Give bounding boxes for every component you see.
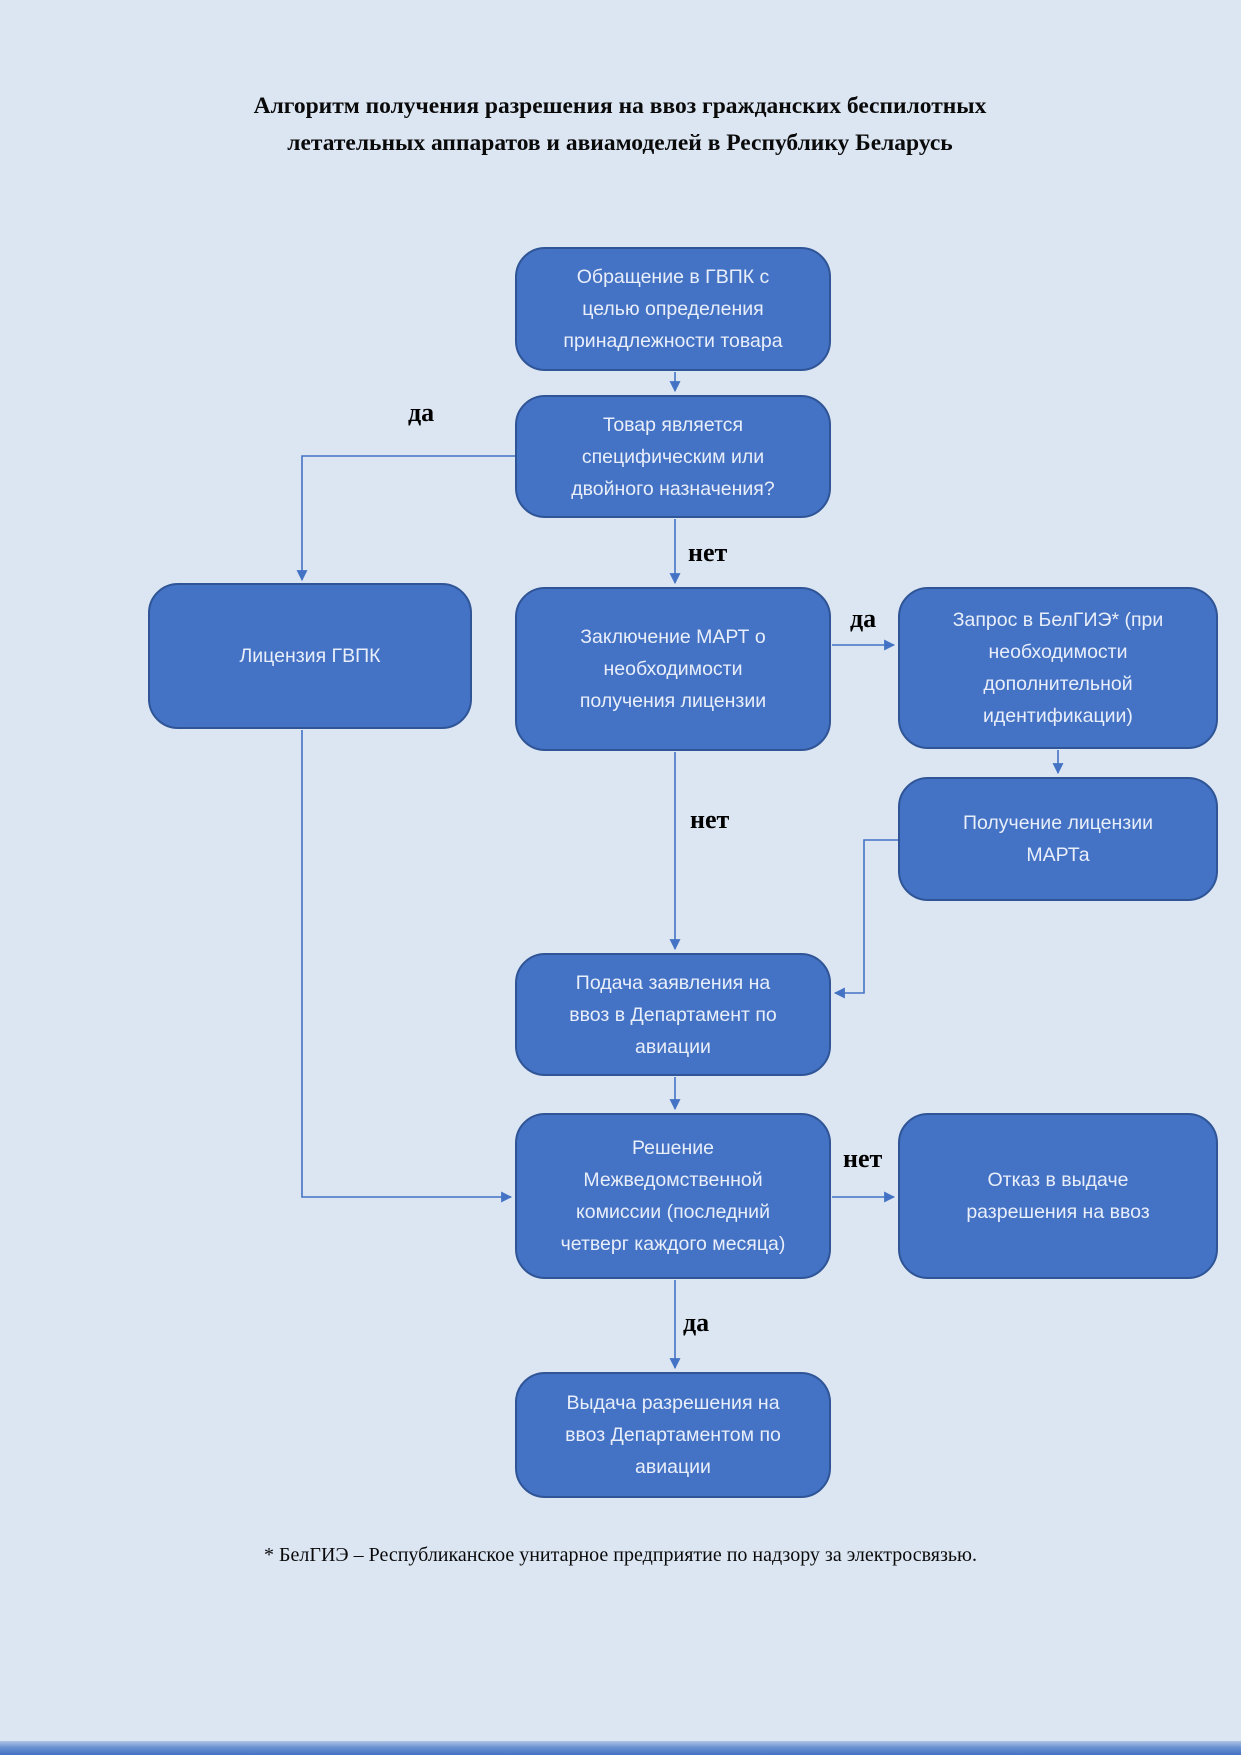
arrow-mart-license-to-application xyxy=(833,839,898,999)
arrow-license-gvpk-to-decision xyxy=(301,730,513,1203)
edge-label-yes-question: да xyxy=(408,398,435,427)
node-import-application: Подача заявления на ввоз в Департамент п… xyxy=(515,953,831,1076)
node-mart-conclusion: Заключение МАРТ о необходимости получени… xyxy=(515,587,831,751)
edge-label-yes-mart: да xyxy=(850,604,877,633)
edge-label-no-mart: нет xyxy=(690,805,730,834)
diagram-title: Алгоритм получения разрешения на ввоз гр… xyxy=(253,93,987,156)
node-mart-license: Получение лицензии МАРТа xyxy=(898,777,1218,901)
footnote: * БелГИЭ – Республиканское унитарное пре… xyxy=(264,1544,977,1566)
edge-label-no-question: нет xyxy=(688,538,728,567)
edge-label-no-decision: нет xyxy=(843,1144,883,1173)
arrow-question-to-license-gvpk xyxy=(296,455,515,582)
edge-label-yes-decision: да xyxy=(683,1308,710,1337)
node-permit-issuance: Выдача разрешения на ввоз Департаментом … xyxy=(515,1372,831,1498)
node-refusal: Отказ в выдаче разрешения на ввоз xyxy=(898,1113,1218,1279)
bottom-border-strip xyxy=(0,1741,1241,1755)
node-license-gvpk: Лицензия ГВПК xyxy=(148,583,472,729)
node-belgie-request: Запрос в БелГИЭ* (при необходимости допо… xyxy=(898,587,1218,749)
node-appeal-gvpk: Обращение в ГВПК с целью определения при… xyxy=(515,247,831,371)
node-specific-goods-question: Товар является специфическим или двойног… xyxy=(515,395,831,518)
node-commission-decision: Решение Межведомственной комиссии (после… xyxy=(515,1113,831,1279)
